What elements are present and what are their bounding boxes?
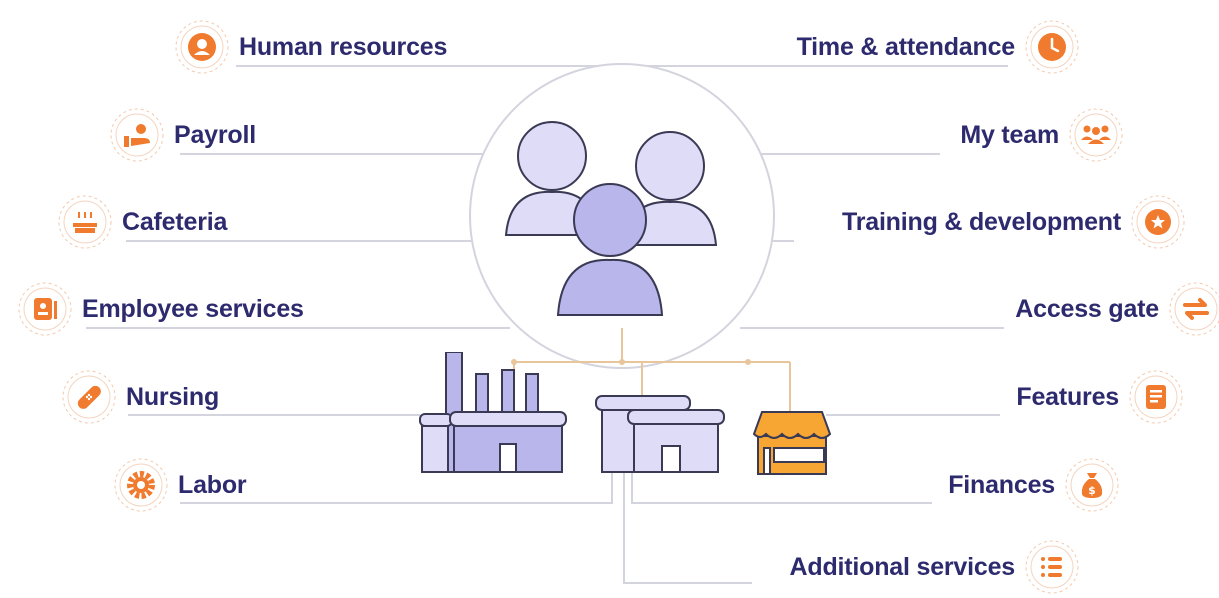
- node-label: Finances: [948, 470, 1055, 499]
- node-human-resources: Human resources: [175, 20, 447, 74]
- node-label: Labor: [178, 470, 247, 499]
- document-icon: [1129, 370, 1183, 424]
- node-additional-services: Additional services: [790, 540, 1079, 594]
- hand-coin-icon: [110, 108, 164, 162]
- node-label: Additional services: [789, 552, 1016, 581]
- node-label: Training & development: [842, 207, 1121, 236]
- team-icon: [1069, 108, 1123, 162]
- clock-icon: [1025, 20, 1079, 74]
- node-label: Nursing: [126, 382, 220, 411]
- node-nursing: Nursing: [62, 370, 219, 424]
- money-bag-icon: $: [1065, 458, 1119, 512]
- badge-star-icon: [1131, 195, 1185, 249]
- node-payroll: Payroll: [110, 108, 256, 162]
- node-labor: Labor: [114, 458, 247, 512]
- node-label: Human resources: [239, 32, 448, 61]
- svg-text:$: $: [1088, 484, 1096, 497]
- gear-icon: [114, 458, 168, 512]
- food-tray-icon: [58, 195, 112, 249]
- node-label: Employee services: [82, 294, 304, 323]
- node-finances: $ Finances: [948, 458, 1119, 512]
- node-training-development: Training & development: [842, 195, 1185, 249]
- swap-arrows-icon: [1169, 282, 1219, 336]
- node-employee-services: Employee services: [18, 282, 304, 336]
- id-card-icon: [18, 282, 72, 336]
- node-cafeteria: Cafeteria: [58, 195, 227, 249]
- warehouse-icon: [595, 395, 725, 473]
- node-time-attendance: Time & attendance: [797, 20, 1079, 74]
- node-features: Features: [1016, 370, 1183, 424]
- node-access-gate: Access gate: [1015, 282, 1219, 336]
- node-label: My team: [960, 120, 1059, 149]
- shop-icon: [752, 411, 832, 475]
- factory-icon: [419, 352, 567, 473]
- node-label: Access gate: [1015, 294, 1159, 323]
- node-label: Time & attendance: [796, 32, 1016, 61]
- node-label: Payroll: [174, 120, 256, 149]
- node-label: Cafeteria: [122, 207, 228, 236]
- node-label: Features: [1016, 382, 1119, 411]
- people-group-icon: [504, 121, 718, 316]
- list-icon: [1025, 540, 1079, 594]
- user-circle-icon: [175, 20, 229, 74]
- bandage-icon: [62, 370, 116, 424]
- node-my-team: My team: [960, 108, 1123, 162]
